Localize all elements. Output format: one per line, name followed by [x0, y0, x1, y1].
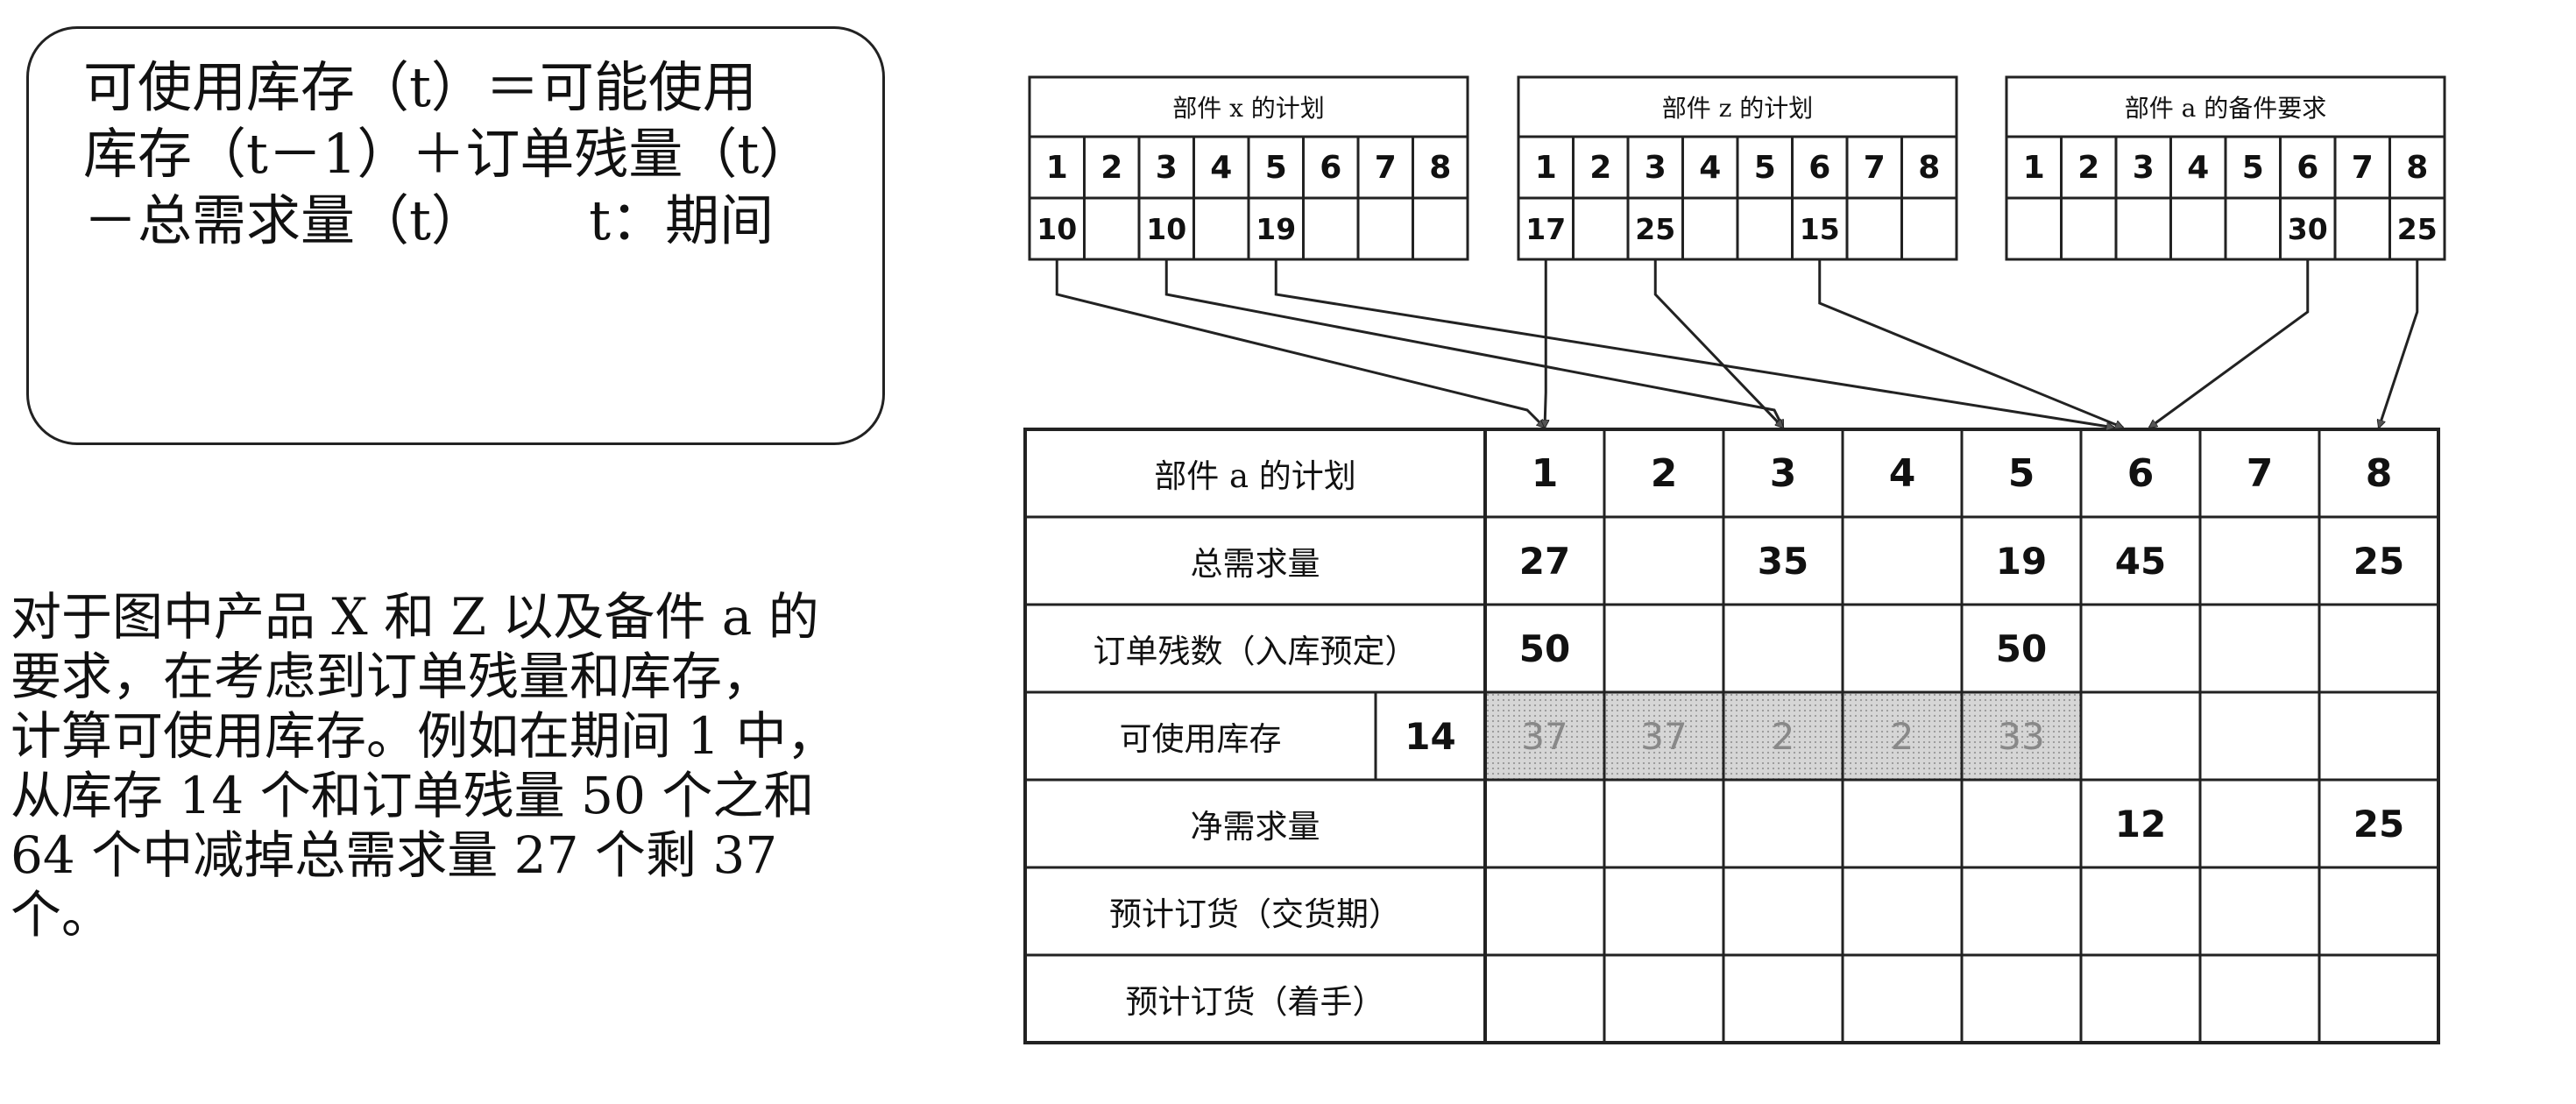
arrow-x-3: [1164, 259, 1785, 428]
row-value: 25: [2353, 802, 2405, 846]
main-period: 6: [2127, 450, 2155, 496]
row-value: 19: [1995, 539, 2048, 583]
plan-x-table-period: 1: [1045, 149, 1068, 186]
plan-x-table-title: 部件 x 的计划: [1172, 94, 1325, 123]
row-value: 35: [1757, 539, 1809, 583]
plan-x-table-value: 19: [1256, 211, 1297, 246]
row-value: 2: [1843, 692, 1962, 780]
main-table-border: [1023, 428, 2440, 1044]
plan-z-table-period: 5: [1753, 149, 1776, 186]
plan-x-table-period: 5: [1264, 149, 1287, 186]
plan-z-table-period: 6: [1808, 149, 1831, 186]
formula-box: 可使用库存（t）＝可能使用 库存（t－1）＋订单残量（t） －总需求量（t） t…: [26, 26, 885, 445]
description-line: 对于图中产品 X 和 Z 以及备件 a 的: [11, 587, 819, 647]
main-period: 2: [1650, 450, 1678, 496]
row-value: 2: [1723, 692, 1843, 780]
arrow-a-8: [2379, 259, 2419, 428]
plan-z-table-period: 2: [1589, 149, 1612, 186]
row-value: 25: [2353, 539, 2405, 583]
spare-a-table-period: 3: [2132, 149, 2155, 186]
spare-a-table-period: 5: [2241, 149, 2264, 186]
formula-line-1: 可使用库存（t）＝可能使用: [83, 55, 757, 119]
row-value: 33: [1962, 692, 2081, 780]
spare-a-table-period: 1: [2022, 149, 2045, 186]
formula-line-2: 库存（t－1）＋订单残量（t）: [83, 122, 814, 186]
plan-z-table-period: 4: [1699, 149, 1722, 186]
plan-z-table-value: 17: [1525, 211, 1567, 246]
plan-x-table-value: 10: [1146, 211, 1187, 246]
description-line: 64 个中减掉总需求量 27 个剩 37: [11, 825, 778, 885]
spare-a-table-period: 2: [2077, 149, 2100, 186]
main-period: 1: [1531, 450, 1559, 496]
main-table-title: 部件 a 的计划: [1154, 457, 1356, 495]
main-period: 3: [1769, 450, 1797, 496]
plan-x-table-period: 4: [1210, 149, 1233, 186]
arrow-z-6: [1818, 259, 2123, 428]
row-label: 净需求量: [1190, 808, 1320, 846]
plan-x-table-period: 3: [1155, 149, 1178, 186]
description-line: 要求，在考虑到订单残量和库存，: [11, 647, 774, 706]
spare-a-table-value: 25: [2396, 211, 2438, 246]
plan-x-table-period: 2: [1100, 149, 1123, 186]
plan-z-table-value: 15: [1799, 211, 1840, 246]
row-value: 27: [1518, 539, 1571, 583]
plan-x-table-period: 6: [1320, 149, 1342, 186]
description-line: 个。: [11, 885, 113, 945]
row-label: 预计订货（交货期）: [1109, 895, 1401, 933]
plan-z-table-title: 部件 z 的计划: [1661, 94, 1814, 123]
main-period: 7: [2246, 450, 2274, 496]
main-period: 4: [1888, 450, 1916, 496]
arrow-x-5: [1274, 259, 2114, 428]
row-label: 总需求量: [1190, 545, 1320, 583]
description-line: 计算可使用库存。例如在期间 1 中，: [11, 706, 838, 766]
spare-a-table-period: 4: [2187, 149, 2210, 186]
main-period: 5: [2007, 450, 2035, 496]
arrow-z-3: [1653, 259, 1783, 428]
spare-a-table-period: 8: [2406, 149, 2429, 186]
arrow-x-1: [1055, 259, 1545, 428]
plan-x-table-value: 10: [1037, 211, 1078, 246]
row-value: 37: [1485, 692, 1604, 780]
formula-line-3: －总需求量（t） t：期间: [83, 188, 775, 252]
spare-a-table-period: 7: [2351, 149, 2374, 186]
plan-z-table-value: 25: [1635, 211, 1676, 246]
row-value: 50: [1518, 626, 1571, 670]
row-label: 可使用库存: [1119, 720, 1282, 758]
plan-x-table-period: 7: [1374, 149, 1397, 186]
spare-a-table-value: 30: [2287, 211, 2328, 246]
plan-z-table-period: 3: [1644, 149, 1667, 186]
spare-a-table-title: 部件 a 的备件要求: [2124, 94, 2327, 123]
main-period: 8: [2365, 450, 2393, 496]
plan-z-table-period: 8: [1918, 149, 1941, 186]
initial-stock: 14: [1405, 714, 1456, 758]
row-value: 45: [2114, 539, 2167, 583]
arrow-z-1: [1545, 259, 1546, 428]
row-label: 预计订货（着手）: [1125, 983, 1385, 1021]
row-value: 50: [1995, 626, 2048, 670]
plan-z-table-period: 1: [1534, 149, 1557, 186]
plan-x-table-period: 8: [1429, 149, 1452, 186]
row-label: 订单残数（入库预定）: [1093, 633, 1418, 670]
arrow-a-6: [2149, 259, 2310, 428]
row-value: 12: [2114, 802, 2167, 846]
row-value: 37: [1604, 692, 1723, 780]
spare-a-table-period: 6: [2296, 149, 2319, 186]
description-line: 从库存 14 个和订单残量 50 个之和: [11, 766, 815, 825]
plan-z-table-period: 7: [1863, 149, 1886, 186]
